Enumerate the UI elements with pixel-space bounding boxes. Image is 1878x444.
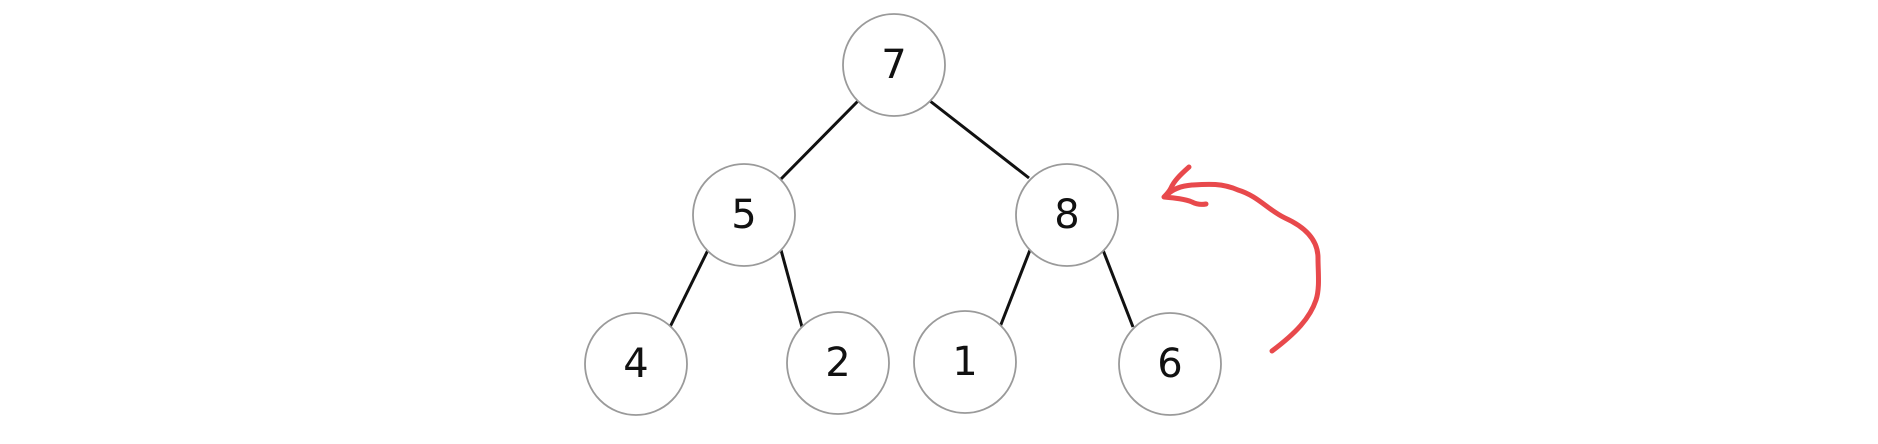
node-circle <box>786 311 890 415</box>
edge-5-4 <box>668 249 710 328</box>
edge-5-2 <box>779 249 804 328</box>
edge-8-1 <box>998 249 1032 328</box>
tree-node-left: 5 <box>692 163 796 267</box>
tree-node-left-left: 4 <box>584 312 688 416</box>
node-circle <box>842 13 946 117</box>
node-label: 7 <box>881 42 906 88</box>
node-label: 4 <box>623 341 648 387</box>
node-circle <box>584 312 688 416</box>
node-circle <box>1118 312 1222 416</box>
swap-arrow-curve <box>1165 181 1321 354</box>
tree-node-root: 7 <box>842 13 946 117</box>
node-circle <box>692 163 796 267</box>
node-circle <box>1015 163 1119 267</box>
edge-7-5 <box>778 99 860 182</box>
node-label: 2 <box>825 340 850 386</box>
node-label: 6 <box>1157 341 1182 387</box>
node-circle <box>913 310 1017 414</box>
tree-node-right-right: 6 <box>1118 312 1222 416</box>
swap-arrow-head <box>1161 164 1209 207</box>
node-label: 5 <box>731 192 756 238</box>
tree-node-right: 8 <box>1015 163 1119 267</box>
edge-7-8 <box>929 99 1030 180</box>
tree-edges <box>668 99 1135 328</box>
node-label: 8 <box>1054 192 1079 238</box>
node-label: 1 <box>952 339 977 385</box>
swap-arrow <box>1161 164 1321 354</box>
tree-node-left-right: 2 <box>786 311 890 415</box>
tree-node-right-left: 1 <box>913 310 1017 414</box>
edge-8-6 <box>1101 249 1135 328</box>
